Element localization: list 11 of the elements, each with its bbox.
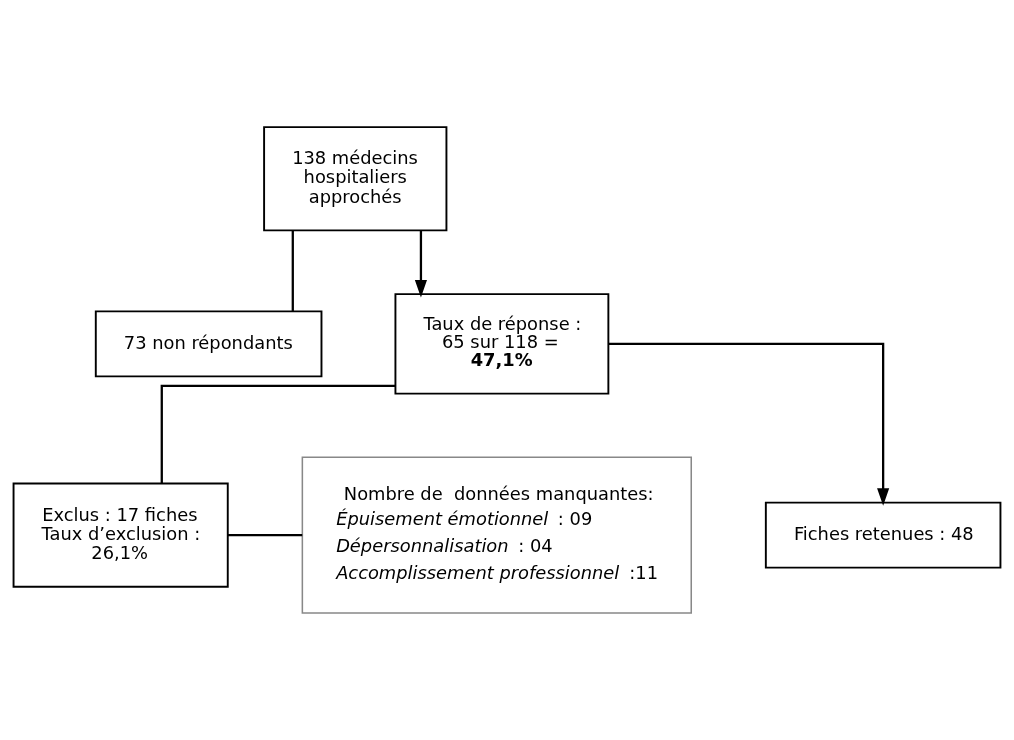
node-box: Taux de réponse : 65 sur 118 = 47,1% <box>394 293 610 395</box>
node-box: Exclus : 17 fiches Taux d’exclusion : 26,1% <box>12 482 229 588</box>
node-box: Nombre de données manquantes: Épuisement émotionnel : 09 Dépersonnalisation : 04 Accomplissement professionnel :11 <box>301 456 692 614</box>
node-box: 138 médecins hospitaliers approchés <box>263 126 448 232</box>
connector <box>227 533 303 537</box>
connector <box>291 230 294 311</box>
connector <box>160 384 396 484</box>
arrow <box>414 230 428 298</box>
arrow <box>608 342 890 506</box>
node-box: 73 non répondants <box>94 310 323 378</box>
node-box: Fiches retenues : 48 <box>764 501 1002 569</box>
